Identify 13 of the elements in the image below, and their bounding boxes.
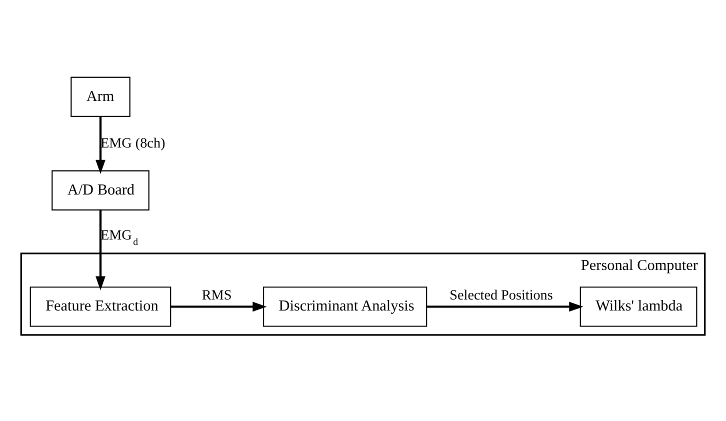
arrow — [426, 302, 584, 312]
node-box: Wilks' lambda — [580, 286, 698, 327]
node-box: Arm — [70, 76, 130, 118]
arrow — [170, 302, 267, 312]
arrow — [96, 116, 106, 174]
node-box: A/D Board — [52, 170, 150, 210]
edge-label: EMG (8ch) — [100, 135, 166, 152]
edge-label: RMS — [202, 288, 232, 304]
arrow — [96, 210, 106, 290]
node-box: Discriminant Analysis — [263, 286, 428, 327]
node-box: Feature Extraction — [30, 286, 172, 327]
edge-label: Selected Positions — [450, 288, 553, 304]
edge-label: EMG$_{d}$ — [100, 228, 138, 248]
